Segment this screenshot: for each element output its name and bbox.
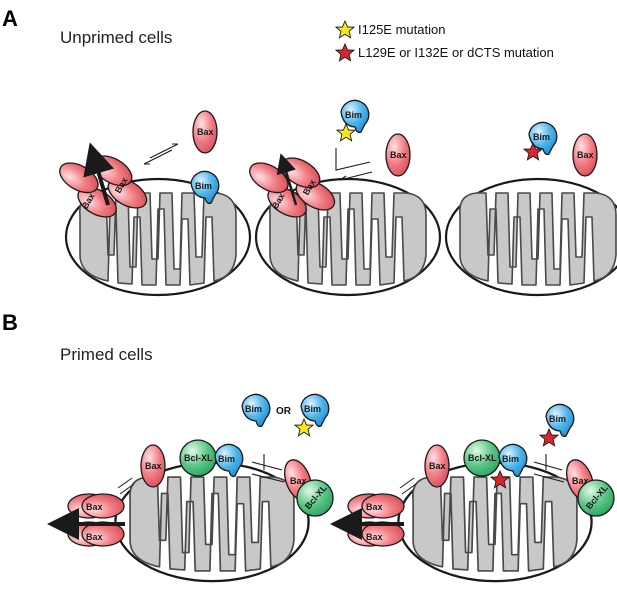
bim-label: Bim — [195, 181, 212, 191]
bax-label: Bax — [572, 476, 589, 486]
bax-label: Bax — [290, 476, 307, 486]
mitochondrion — [444, 177, 617, 297]
panel-b-letter: B — [2, 310, 18, 335]
panel-b-title: Primed cells — [60, 345, 153, 364]
panel-b-scene-2: Bax Bax Bax Bcl-XL Bim Bim Bax Bcl-XL — [330, 403, 615, 583]
bax-label: Bax — [86, 502, 103, 512]
panel-b-scene-1: Bax Bax Bax Bcl-XL Bim Bim OR Bim Bax Bc… — [47, 393, 334, 583]
bim-label: Bim — [304, 404, 321, 414]
or-text: OR — [276, 406, 292, 417]
panel-a-scene-2: Bax Bax Bim Bax — [244, 99, 442, 297]
yellow-star-icon — [335, 20, 355, 39]
panel-a-title: Unprimed cells — [60, 28, 172, 47]
bax-label: Bax — [197, 127, 214, 137]
bclxl-label: Bcl-XL — [468, 453, 497, 463]
bax-label: Bax — [429, 461, 446, 471]
yellow-star-icon — [294, 418, 314, 437]
panel-a-scene-3: Bim Bax — [444, 121, 617, 297]
bim-label: Bim — [245, 404, 262, 414]
bax-label: Bax — [366, 532, 383, 542]
bim-label: Bim — [218, 454, 235, 464]
panel-a-scene-1: Bax Bax Bax Bim — [54, 110, 252, 297]
bax-label: Bax — [577, 150, 594, 160]
bax-label: Bax — [86, 532, 103, 542]
legend: I125E mutation L129E or I132E or dCTS mu… — [335, 20, 554, 62]
bim-label: Bim — [549, 414, 566, 424]
bclxl-label: Bcl-XL — [184, 453, 213, 463]
panel-a-letter: A — [2, 6, 18, 31]
bax-label: Bax — [366, 502, 383, 512]
red-star-icon — [335, 43, 355, 62]
efflux-arrow — [83, 142, 115, 206]
bax-label: Bax — [145, 461, 162, 471]
bim-label: Bim — [502, 454, 519, 464]
bim-label: Bim — [345, 110, 362, 120]
legend-red-star-text: L129E or I132E or dCTS mutation — [358, 45, 554, 60]
bax-label: Bax — [390, 150, 407, 160]
bim-label: Bim — [533, 132, 550, 142]
legend-yellow-star-text: I125E mutation — [358, 22, 445, 37]
red-star-icon — [539, 428, 559, 447]
